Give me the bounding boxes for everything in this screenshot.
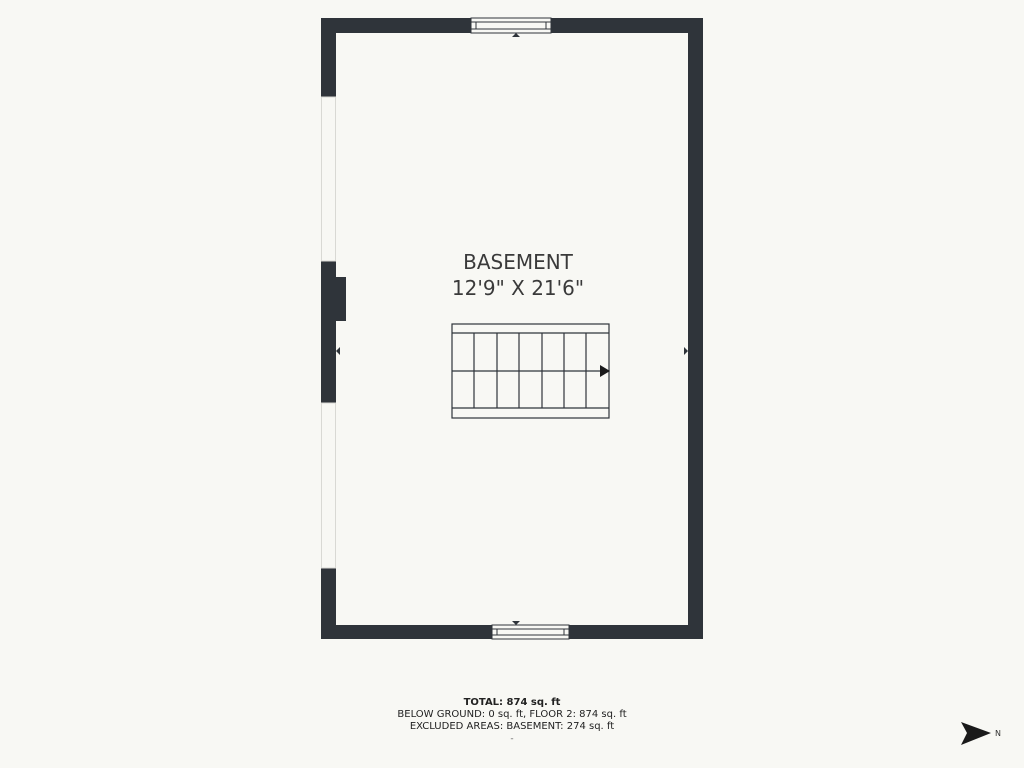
window-bottom [491,624,570,640]
marker-right [684,347,688,355]
stair-arrow-icon [600,365,610,377]
floor-breakdown: BELOW GROUND: 0 sq. ft, FLOOR 2: 874 sq.… [397,709,627,720]
wall-left-bottom [321,568,336,639]
summary-mark: - [510,734,514,744]
compass-label: N [995,729,1001,738]
window-top [470,17,552,34]
marker-top [512,33,520,37]
left-openings [321,96,336,569]
wall-left-top [321,18,336,97]
marker-left [336,347,340,355]
opening-left-upper [321,96,336,262]
excluded-areas: EXCLUDED AREAS: BASEMENT: 274 sq. ft [409,721,615,732]
room-name: BASEMENT [463,250,574,274]
wall-top-right [551,18,703,33]
wall-top-left [321,18,471,33]
area-summary: TOTAL: 874 sq. ft BELOW GROUND: 0 sq. ft… [312,697,712,745]
wall-left-pier [336,277,346,321]
opening-left-lower [321,402,336,569]
wall-bottom-right [569,625,703,639]
dimension-markers [336,33,688,625]
walls [321,18,703,639]
wall-right [688,18,703,639]
total-area: TOTAL: 874 sq. ft [463,697,561,708]
room-dimensions: 12'9" X 21'6" [452,276,584,300]
wall-left-middle [321,261,336,403]
staircase [451,323,610,419]
marker-bottom [512,621,520,625]
north-arrow-icon [961,722,991,745]
wall-bottom-left [321,625,492,639]
